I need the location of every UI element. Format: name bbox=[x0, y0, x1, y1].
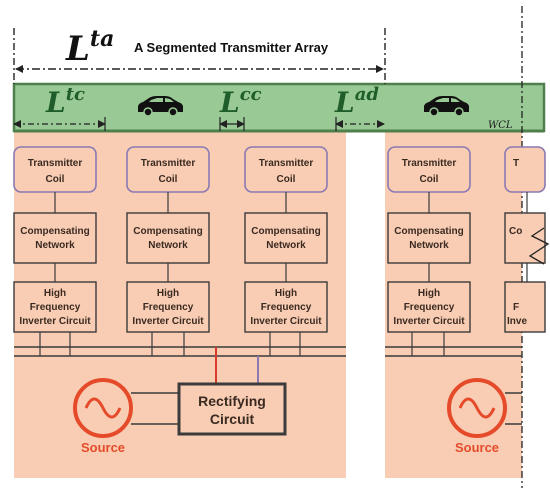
inverter-box bbox=[13, 281, 97, 333]
ltc-label: Ltc bbox=[45, 84, 85, 119]
source-label: Source bbox=[455, 440, 499, 455]
car-icon bbox=[138, 96, 183, 117]
transmitter-coil-box bbox=[13, 146, 97, 193]
ac-source-icon bbox=[73, 378, 133, 438]
compensating-network-box bbox=[126, 212, 210, 264]
compensating-network-box-clipped bbox=[504, 212, 546, 264]
lad-label: Lad bbox=[334, 84, 379, 119]
diagram-title: A Segmented Transmitter Array bbox=[134, 40, 329, 55]
transmitter-coil-box bbox=[387, 146, 471, 193]
source-label: Source bbox=[81, 440, 125, 455]
transmitter-coil-label-clipped: T bbox=[513, 158, 519, 169]
car-icon bbox=[424, 96, 469, 117]
ac-source-icon bbox=[447, 378, 507, 438]
compensating-network-box bbox=[244, 212, 328, 264]
compensating-network-label-clipped: Co bbox=[509, 226, 522, 237]
inverter-box bbox=[387, 281, 471, 333]
compensating-network-box bbox=[387, 212, 471, 264]
inverter-box bbox=[126, 281, 210, 333]
break-symbol bbox=[528, 227, 550, 265]
transmitter-coil-box bbox=[244, 146, 328, 193]
inverter-box bbox=[244, 281, 328, 333]
transmitter-coil-box bbox=[126, 146, 210, 193]
inverter-box-clipped bbox=[504, 281, 546, 333]
rectifier-box bbox=[177, 382, 287, 436]
lta-label: Lta bbox=[65, 26, 114, 69]
lcc-label: Lcc bbox=[219, 84, 262, 119]
compensating-network-box bbox=[13, 212, 97, 264]
wcl-label: WCL bbox=[488, 120, 513, 131]
transmitter-coil-box-clipped bbox=[504, 146, 546, 193]
